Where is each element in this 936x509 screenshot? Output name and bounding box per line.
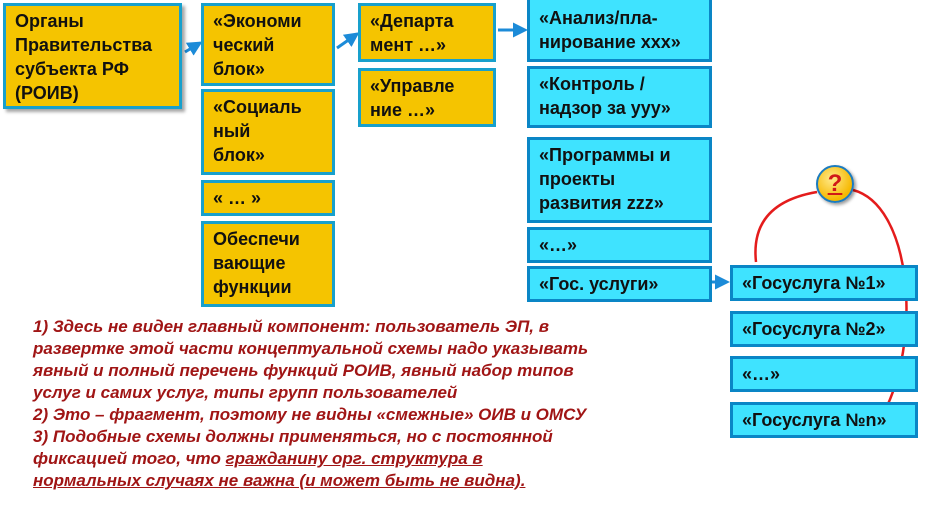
note-line-3: явный и полный перечень функций РОИВ, яв… <box>33 361 574 380</box>
note-line-4: услуг и самих услуг, типы групп пользова… <box>33 383 458 402</box>
unit-directorate: «Управле ние …» <box>358 68 496 127</box>
service-n: «Госуслуга №n» <box>730 402 918 438</box>
curve-question-to-service-1 <box>754 190 818 263</box>
function-analysis-planning: «Анализ/пла- нирование xxx» <box>527 0 712 62</box>
note-line-2: развертке этой части концептуальной схем… <box>33 339 589 358</box>
function-programs-projects: «Программы и проекты развития zzz» <box>527 137 712 223</box>
block-economic: «Экономи ческий блок» <box>201 3 335 86</box>
note-line-8-underlined: нормальных случаях не важна (и может быт… <box>33 471 526 490</box>
service-1: «Госуслуга №1» <box>730 265 918 301</box>
note-line-7-underlined: гражданину орг. структура в <box>225 449 483 468</box>
function-public-services: «Гос. услуги» <box>527 266 712 302</box>
arrow-economic-to-department <box>336 32 360 50</box>
note-line-7-text: фиксацией того, что <box>33 449 226 468</box>
service-2: «Госуслуга №2» <box>730 311 918 347</box>
function-control-supervision: «Контроль / надзор за yyy» <box>527 66 712 128</box>
notes-block: 1) Здесь не виден главный компонент: пол… <box>33 316 733 492</box>
unit-department: «Департа мент …» <box>358 3 496 62</box>
block-ellipsis: « … » <box>201 180 335 216</box>
note-line-7: фиксацией того, что гражданину орг. стру… <box>33 448 733 470</box>
service-ellipsis: «…» <box>730 356 918 392</box>
note-line-5: 2) Это – фрагмент, поэтому не видны «сме… <box>33 405 587 424</box>
roiv-root-box: Органы Правительства субъекта РФ (РОИВ) <box>3 3 182 109</box>
question-mark-icon: ? <box>816 165 854 203</box>
note-line-1: 1) Здесь не виден главный компонент: пол… <box>33 317 550 336</box>
function-ellipsis: «…» <box>527 227 712 263</box>
block-support-functions: Обеспечи вающие функции <box>201 221 335 307</box>
block-social: «Социаль ный блок» <box>201 89 335 175</box>
arrow-roiv-to-economic <box>184 41 203 56</box>
note-line-6: 3) Подобные схемы должны применяться, но… <box>33 427 553 446</box>
